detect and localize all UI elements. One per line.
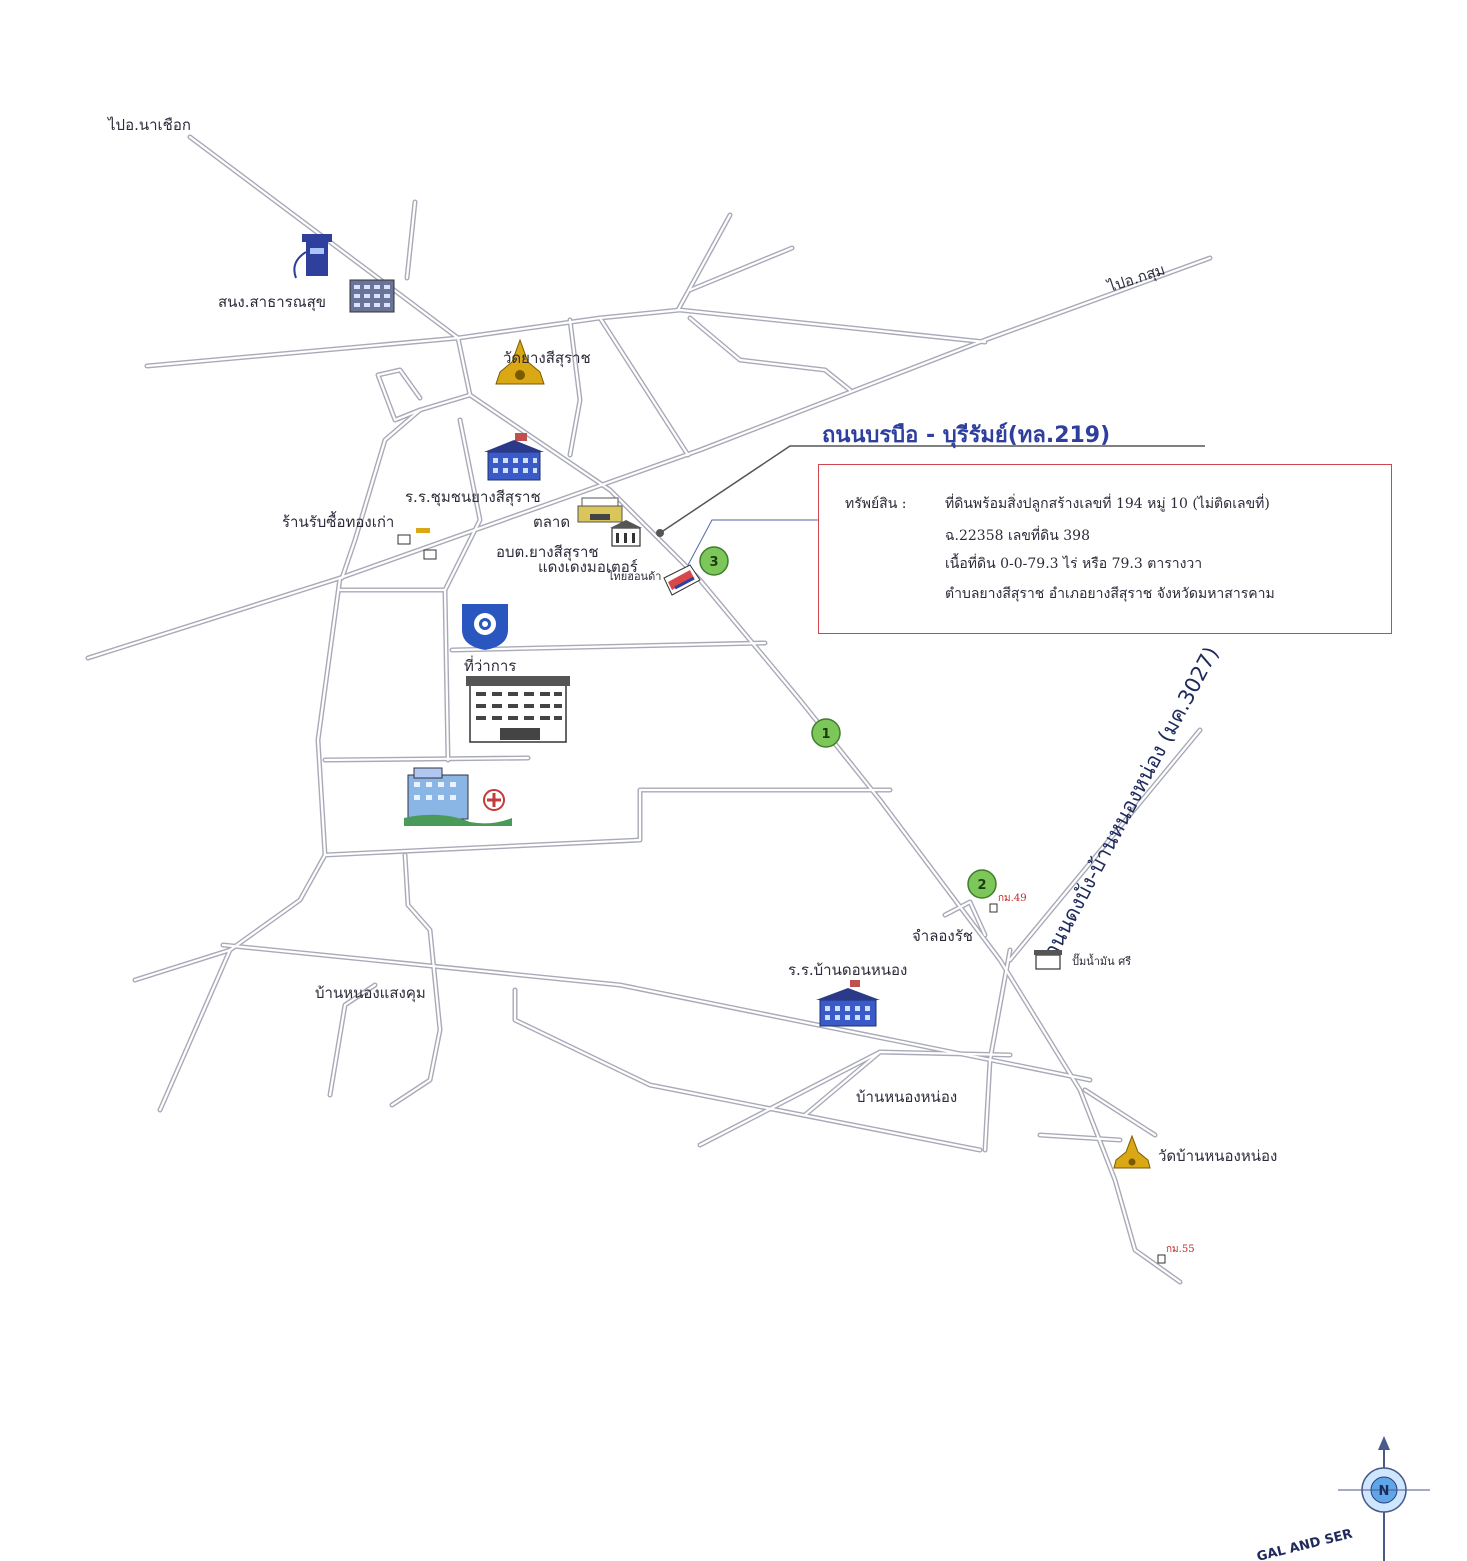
main-road-label: ถนนบรบือ - บุรีรัมย์(ทล.219) <box>822 422 1110 449</box>
label-ban-nong-nong: บ้านหนองหน่อง <box>856 1088 957 1106</box>
km-post-icon <box>1157 1254 1166 1264</box>
district-hall-building-icon <box>466 676 570 743</box>
direction-to-kosum: ไปอ.กสุม <box>1105 260 1168 297</box>
school-building-icon <box>484 433 544 481</box>
market-icon <box>577 497 623 523</box>
label-wat-yang-sisurat: วัดยางสีสุราช <box>503 349 591 368</box>
label-km-55: กม.55 <box>1166 1244 1195 1255</box>
svg-text:N: N <box>1379 1484 1390 1499</box>
svg-text:1: 1 <box>821 727 830 742</box>
temple-icon <box>495 338 545 385</box>
hospital-icon <box>404 767 512 826</box>
building-icon <box>349 279 395 313</box>
label-jaturong-shop: จำลองรัช <box>912 927 973 945</box>
government-building-icon <box>610 520 642 547</box>
marker-3: 3 <box>699 546 729 576</box>
compass-icon: N <box>1338 1436 1430 1561</box>
compass-caption: GAL AND SER <box>1255 1527 1354 1561</box>
svg-text:3: 3 <box>709 555 718 570</box>
main-road-title: ถนนบรบือ - บุรีรัมย์(ทล.219) <box>656 422 1205 537</box>
property-line-1: ที่ดินพร้อมสิ่งปลูกสร้างเลขที่ 194 หมู่ … <box>945 496 1270 512</box>
info-leader-line <box>687 519 818 566</box>
marker-1: 1 <box>811 718 841 748</box>
fuel-station-icon <box>1034 950 1062 970</box>
label-market: ตลาด <box>533 513 570 531</box>
fuel-pump-icon <box>293 234 332 279</box>
label-district-hall: ที่ว่าการ <box>464 655 516 675</box>
temple-icon <box>1113 1134 1151 1169</box>
km-post-icon <box>989 903 998 913</box>
label-health-office: สนง.สาธารณสุข <box>218 293 326 312</box>
property-info-box: ทรัพย์สิน : ที่ดินพร้อมสิ่งปลูกสร้างเลขท… <box>818 464 1392 634</box>
label-km-49: กม.49 <box>998 893 1027 904</box>
side-road-label: ถนนดงบัง-บ้านหนองหน่อง (มค.3027) <box>1038 643 1223 963</box>
subject-property-icon <box>663 564 701 596</box>
svg-text:2: 2 <box>977 878 986 893</box>
property-line-3: เนื้อที่ดิน 0-0-79.3 ไร่ หรือ 79.3 ตาราง… <box>945 556 1203 572</box>
police-station-icon <box>462 604 508 650</box>
direction-to-na-chueak: ไปอ.นาเชือก <box>107 116 191 134</box>
label-community-school: ร.ร.ชุมชนยางสีสุราช <box>405 488 541 507</box>
label-ban-nong-sang-khum: บ้านหนองแสงคุม <box>315 984 426 1003</box>
label-district-office: อบต.ยางสีสุราช <box>496 543 599 562</box>
shop-icon <box>397 528 437 560</box>
label-honda-shop: ไทยฮอนด้า <box>607 570 661 583</box>
label-don-nong-school: ร.ร.บ้านดอนหนอง <box>788 961 907 979</box>
label-fuel-station: ปั๊มน้ำมัน ศรี <box>1072 953 1131 968</box>
property-line-2: ฉ.22358 เลขที่ดิน 398 <box>945 528 1090 544</box>
property-label: ทรัพย์สิน : <box>845 496 907 512</box>
label-motor-shop: แดงเดงมอเตอร์ <box>538 558 638 576</box>
property-line-4: ตำบลยางสีสุราช อำเภอยางสีสุราช จังหวัดมห… <box>945 586 1275 602</box>
marker-2: 2 <box>967 869 997 899</box>
school-building-icon <box>816 980 880 1027</box>
label-wat-ban-nong-nong: วัดบ้านหนองหน่อง <box>1158 1147 1277 1165</box>
label-gold-shop: ร้านรับซื้อทองเก่า <box>282 511 394 531</box>
